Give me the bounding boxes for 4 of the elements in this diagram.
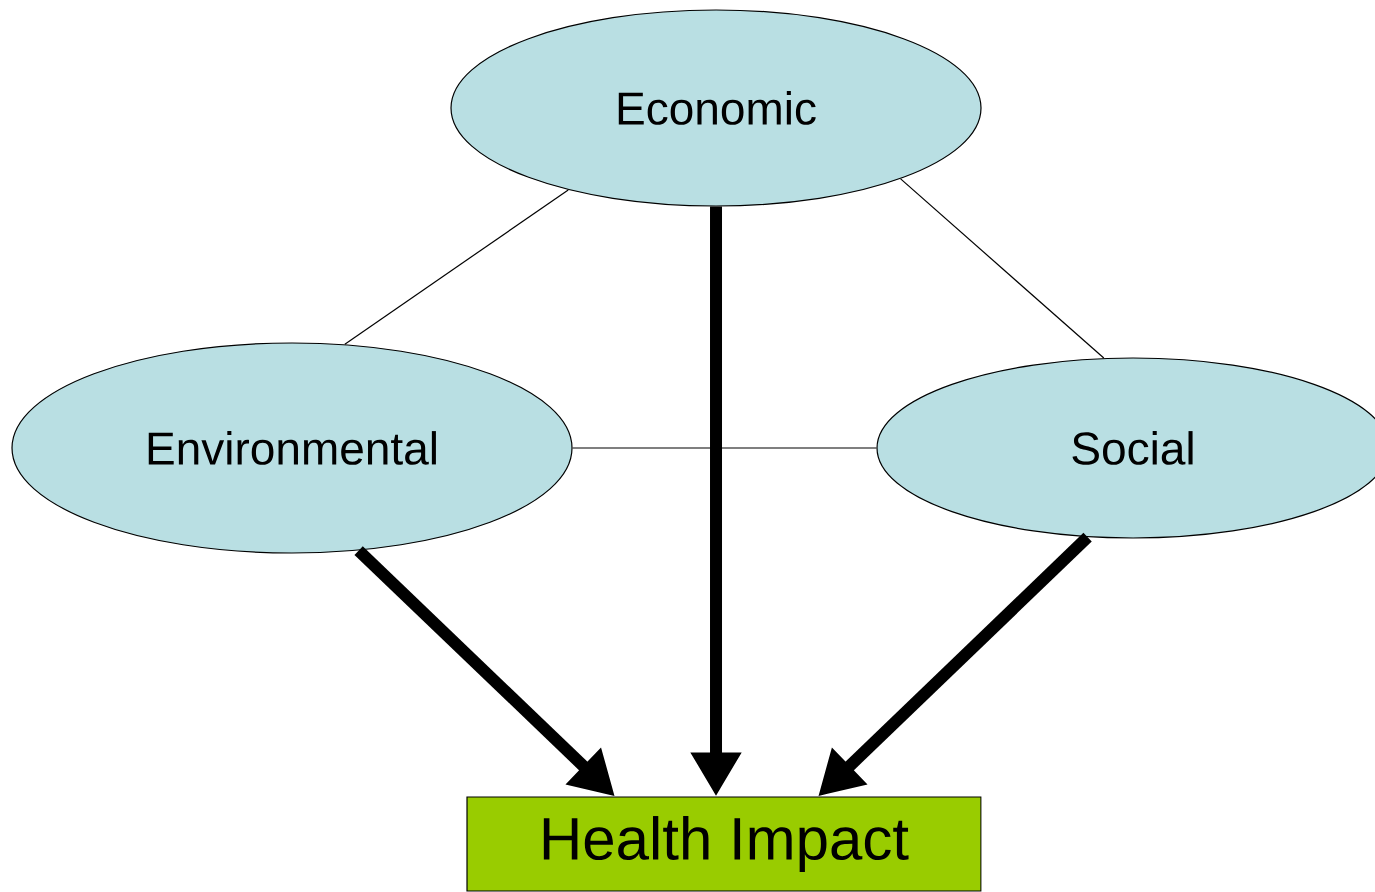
outcome-box: Health Impact <box>466 796 982 892</box>
connector-line <box>900 178 1105 359</box>
connector-line <box>344 189 569 345</box>
connector-line <box>572 447 877 449</box>
